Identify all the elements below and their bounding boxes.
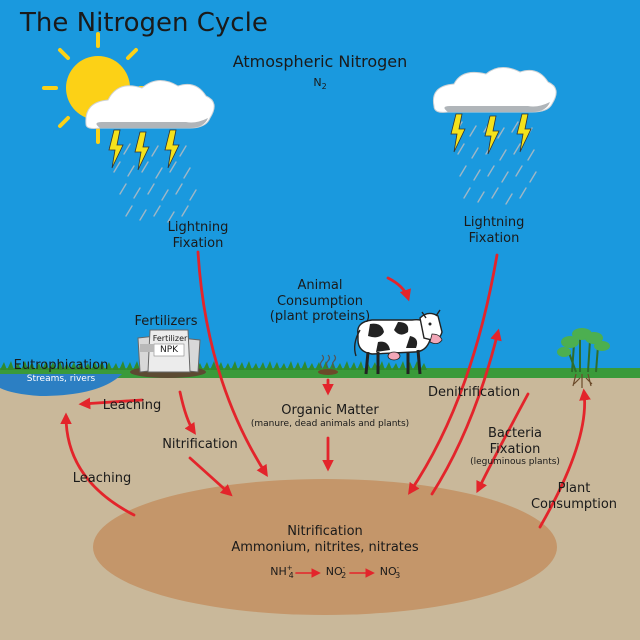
- n2-formula: N2: [313, 76, 327, 92]
- animal-consumption-label: Animal Consumption (plant proteins): [250, 278, 390, 325]
- no2-symbol: NO: [325, 565, 343, 578]
- lightning-fixation-left-label: Lightning Fixation: [148, 220, 248, 251]
- bacteria-sub: (leguminous plants): [470, 457, 560, 468]
- organic-matter-text: Organic Matter: [281, 403, 379, 418]
- lightning-right-icon: [450, 113, 532, 155]
- fertilizer-bag-top-label: Fertilizer: [152, 334, 188, 343]
- arrow-lightning-left: [196, 250, 268, 477]
- animal-line-3: (plant proteins): [269, 309, 371, 325]
- arrow-bacteria-fixation: [476, 392, 530, 494]
- lightning-fixation-right-label: Lightning Fixation: [444, 215, 544, 246]
- soil-pool: [93, 479, 557, 615]
- arrow-lightning-right: [408, 253, 499, 495]
- cycle-arrows: [60, 250, 591, 578]
- atmospheric-nitrogen-text: Atmospheric Nitrogen: [232, 52, 408, 71]
- eutrophication-text: Eutrophication: [13, 358, 109, 373]
- bacteria-line-1: Bacteria: [487, 426, 543, 441]
- soil-pool-line-2: Ammonium, nitrites, nitrates: [231, 539, 419, 555]
- plant-line-1: Plant: [557, 481, 591, 496]
- lightning-left-line-2: Fixation: [172, 235, 224, 251]
- nh4-subscript: 4: [288, 571, 294, 580]
- rain-left: [109, 139, 197, 223]
- no3-symbol: NO: [379, 565, 397, 578]
- no3-subscript: 3: [395, 571, 401, 580]
- arrow-fertilizers-nitrification: [178, 390, 196, 435]
- leaching-upper-label: Leaching: [102, 398, 162, 413]
- eutrophication-sub: Streams, rivers: [26, 373, 96, 384]
- cloud-right: [432, 67, 557, 113]
- plants-icon: [557, 328, 610, 388]
- lightning-right-line-2: Fixation: [468, 230, 520, 246]
- no3-charge: -: [396, 564, 400, 572]
- animal-line-1: Animal: [297, 278, 343, 293]
- no2-charge: -: [342, 564, 346, 572]
- no3-formula: NO-3: [374, 564, 406, 580]
- lightning-right-line-1: Lightning: [463, 215, 525, 230]
- bacteria-line-2: Fixation: [489, 441, 541, 457]
- nitrification-side-label: Nitrification: [162, 437, 238, 452]
- arrow-fertilizers-leaching: [78, 397, 144, 410]
- plant-consumption-label: Plant Consumption: [522, 481, 626, 512]
- leaching-lower-label: Leaching: [72, 471, 132, 486]
- animal-line-2: Consumption: [276, 293, 364, 309]
- n2-symbol: N: [313, 76, 322, 90]
- fertilizer-bags-icon: [130, 329, 206, 378]
- fertilizer-bag-npk-label: NPK: [159, 345, 179, 355]
- lightning-left-line-1: Lightning: [167, 220, 229, 235]
- eutrophication-label: Eutrophication Streams, rivers: [0, 358, 122, 384]
- organic-matter-sub: (manure, dead animals and plants): [250, 418, 410, 429]
- arrow-nitrification-pool: [188, 456, 233, 497]
- water-body: [0, 374, 122, 396]
- manure-icon: [318, 354, 338, 375]
- denitrification-label: Denitrification: [427, 385, 521, 400]
- plant-line-2: Consumption: [530, 496, 618, 512]
- fertilizers-label: Fertilizers: [134, 314, 198, 329]
- no2-formula: NO-2: [320, 564, 352, 580]
- arrow-denitrification: [430, 328, 502, 496]
- no2-subscript: 2: [341, 571, 347, 580]
- n2-subscript: 2: [321, 82, 327, 92]
- arrow-animal: [386, 276, 411, 302]
- soil-pool-label: Nitrification Ammonium, nitrites, nitrat…: [195, 524, 455, 555]
- arrow-plant-consumption: [538, 388, 591, 529]
- nh4-symbol: NH: [270, 565, 287, 578]
- page-title: The Nitrogen Cycle: [20, 8, 268, 38]
- atmospheric-nitrogen-label: Atmospheric Nitrogen N2: [210, 52, 430, 92]
- organic-matter-label: Organic Matter (manure, dead animals and…: [230, 403, 430, 429]
- bacteria-fixation-label: Bacteria Fixation (leguminous plants): [440, 426, 590, 468]
- cloud-left: [85, 80, 215, 129]
- cow-icon: [353, 309, 443, 375]
- nh4-formula: NH+4: [266, 564, 298, 580]
- nh4-charge: +: [286, 564, 293, 572]
- soil-pool-line-1: Nitrification: [287, 524, 363, 539]
- lightning-left-icon: [108, 129, 180, 171]
- arrow-leaching-left: [60, 412, 136, 517]
